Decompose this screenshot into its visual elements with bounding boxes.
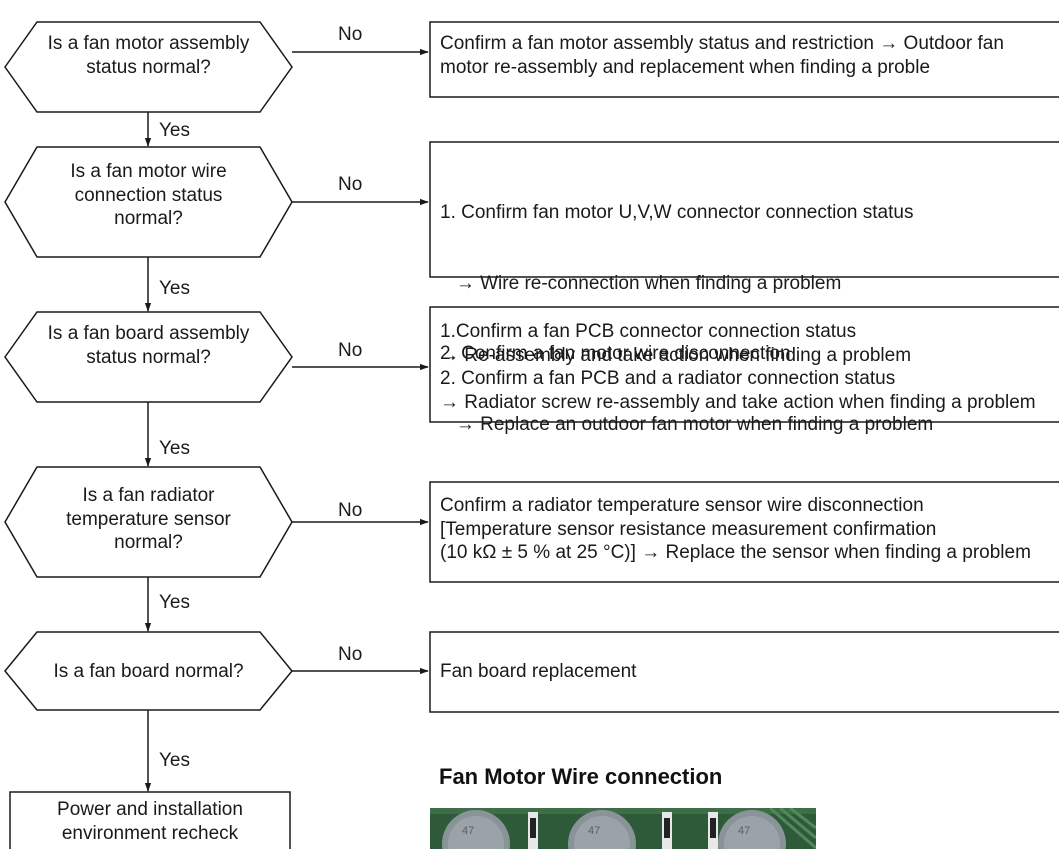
action-4-line-3: (10 kΩ ± 5 % at 25 °C)] → Replace the se… [440, 542, 1031, 563]
yes-label-3: Yes [159, 438, 190, 459]
action-2-line-2: → Wire re-connection when finding a prob… [440, 272, 842, 294]
no-label-2: No [338, 174, 363, 195]
yes-label-1: Yes [159, 120, 190, 141]
no-label-3: No [338, 340, 363, 361]
action-2-line-1: 1. Confirm fan motor U,V,W connector con… [440, 202, 914, 223]
decision-3-text: Is a fan board assembly status normal? [20, 322, 277, 369]
decision-1-line-1: Is a fan motor assembly [47, 33, 250, 54]
action-3-line-1: 1.Confirm a fan PCB connector connection… [440, 321, 857, 342]
action-box-2 [429, 141, 1059, 278]
capacitor-3-label: 47 [738, 825, 750, 837]
decision-5-text: Is a fan board normal? [20, 660, 277, 684]
decision-2-line-3: normal? [114, 208, 183, 229]
action-1-text: Confirm a fan motor assembly status and … [440, 32, 1004, 79]
decision-2-line-2: connection status [74, 184, 223, 206]
terminal-text: Power and installation environment reche… [10, 798, 290, 845]
decision-3-line-2: status normal? [86, 346, 211, 368]
action-4-line-1: Confirm a radiator temperature sensor wi… [440, 495, 924, 516]
fan-board-photo: 47 47 47 [430, 808, 816, 849]
decision-4-line-2: temperature sensor [66, 508, 231, 530]
decision-shape-1 [4, 21, 293, 113]
action-2-line-4: → Replace an outdoor fan motor when find… [440, 413, 934, 435]
action-box-4 [429, 481, 1059, 583]
decision-3-line-1: Is a fan board assembly [47, 323, 250, 344]
action-3-line-3: 2. Confirm a fan PCB and a radiator conn… [440, 368, 896, 389]
action-3-line-2: → Re-assembly and take action when findi… [440, 344, 912, 366]
decision-2-line-1: Is a fan motor wire [70, 161, 227, 182]
terminal-line-2: environment recheck [61, 822, 239, 844]
decision-1-line-2: status normal? [86, 56, 211, 78]
no-label-5: No [338, 644, 363, 665]
no-label-4: No [338, 500, 363, 521]
action-4-text: Confirm a radiator temperature sensor wi… [440, 494, 1031, 565]
capacitor-1: 47 [442, 810, 510, 849]
decision-4-line-1: Is a fan radiator [82, 485, 215, 506]
decision-4-line-3: normal? [114, 532, 183, 553]
yes-label-5: Yes [159, 750, 190, 771]
action-5-line-1: Fan board replacement [440, 661, 637, 682]
decision-2-text: Is a fan motor wire connection status no… [20, 160, 277, 231]
terminal-box [9, 791, 291, 849]
action-box-3 [429, 306, 1059, 423]
action-4-line-2: [Temperature sensor resistance measureme… [440, 518, 937, 540]
decision-shape-3 [4, 311, 293, 403]
action-2-text: 1. Confirm fan motor U,V,W connector con… [440, 154, 933, 460]
capacitor-2: 47 [568, 810, 636, 849]
action-3-text: 1.Confirm a fan PCB connector connection… [440, 320, 1036, 414]
action-5-text: Fan board replacement [440, 660, 636, 684]
decision-5-line-1: Is a fan board normal? [53, 661, 244, 682]
decision-1-text: Is a fan motor assembly status normal? [20, 32, 277, 79]
action-3-line-4: → Radiator screw re-assembly and take ac… [440, 391, 1036, 413]
no-label-1: No [338, 24, 363, 45]
decision-4-text: Is a fan radiator temperature sensor nor… [20, 484, 277, 555]
yes-label-2: Yes [159, 278, 190, 299]
section-title: Fan Motor Wire connection [439, 764, 723, 789]
action-box-1 [429, 21, 1059, 98]
capacitor-3: 47 [718, 810, 786, 849]
action-1-line-2: motor re-assembly and replacement when f… [440, 56, 931, 78]
action-1-line-1: Confirm a fan motor assembly status and … [440, 33, 1004, 54]
action-2-line-3: 2. Confirm a fan motor wire disconnectio… [440, 343, 791, 364]
capacitor-1-label: 47 [462, 825, 474, 837]
terminal-line-1: Power and installation [57, 799, 243, 820]
action-box-5 [429, 631, 1059, 713]
yes-label-4: Yes [159, 592, 190, 613]
capacitor-2-label: 47 [588, 825, 600, 837]
